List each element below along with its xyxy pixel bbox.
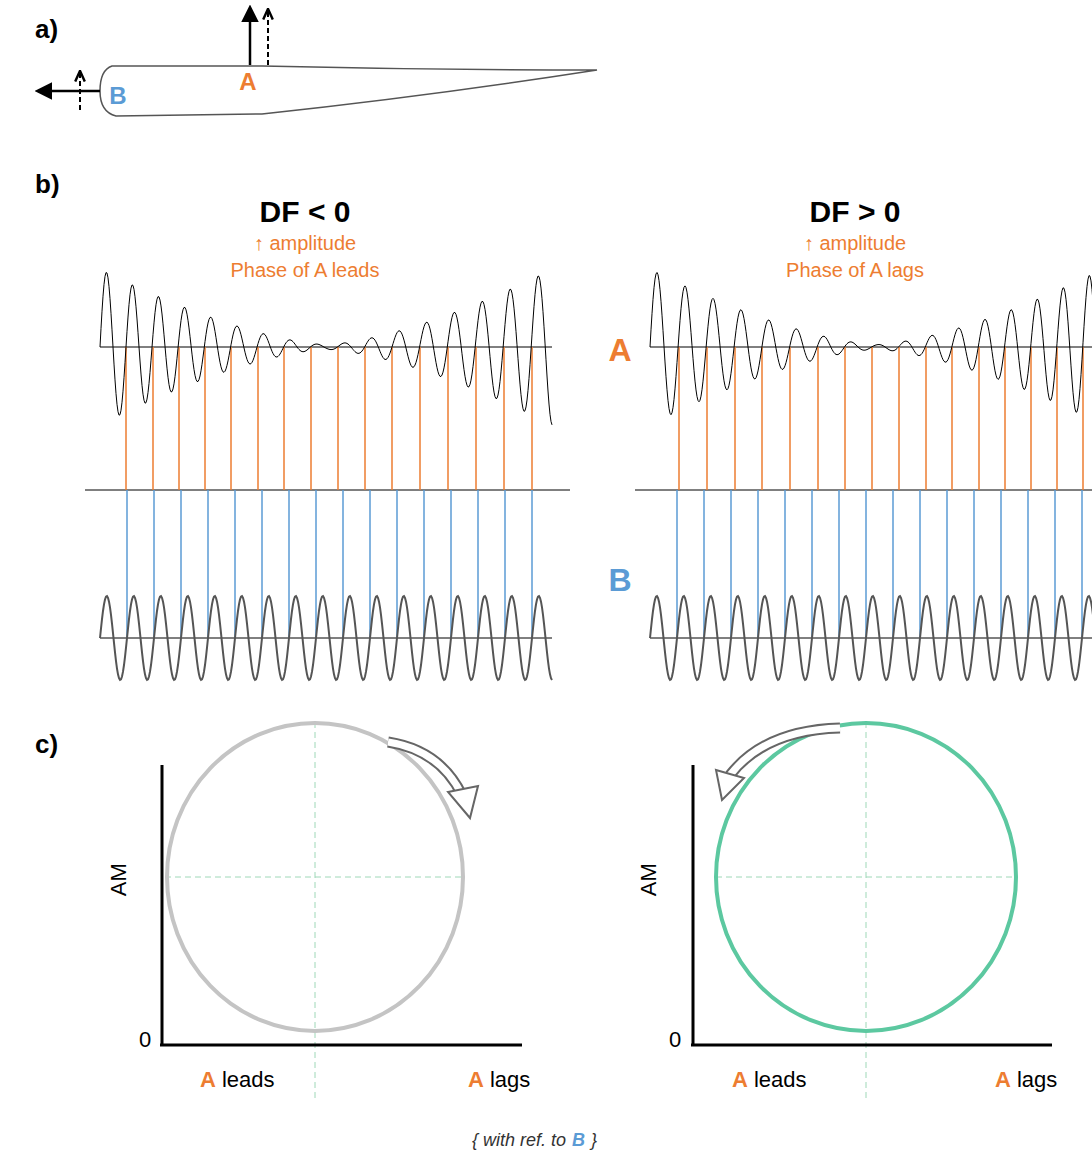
axis-label: AM [105, 863, 130, 896]
axis-label: leads [222, 1067, 275, 1092]
axis-tick: 0 [139, 1027, 151, 1052]
point-label: A [239, 68, 256, 96]
annotation: ↑ amplitude [804, 232, 906, 255]
panel-letter: a) [35, 15, 58, 45]
axis-label: A [468, 1067, 484, 1092]
axis-label: lags [490, 1067, 530, 1092]
caption: B [572, 1130, 585, 1151]
axis-label: A [200, 1067, 216, 1092]
axis-label: lags [1017, 1067, 1057, 1092]
dashed-arrow [267, 10, 269, 65]
airfoil [100, 66, 597, 116]
chart-left [160, 722, 522, 1100]
annotation: ↑ amplitude [254, 232, 356, 255]
force-arrow [249, 8, 252, 65]
dashed-arrow [79, 72, 81, 110]
annotation: Phase of A leads [230, 259, 379, 282]
axis-label: AM [635, 863, 660, 896]
annotation: Phase of A lags [786, 259, 924, 282]
axis-tick: 0 [669, 1027, 681, 1052]
chart-right [691, 722, 1052, 1100]
axis-label: leads [754, 1067, 807, 1092]
axis-label: A [995, 1067, 1011, 1092]
caption: { with ref. to [472, 1130, 566, 1151]
force-arrow [38, 90, 100, 93]
point-label: B [109, 82, 126, 110]
signal-label: B [608, 562, 631, 599]
panel-letter: c) [35, 730, 58, 760]
signal-label: A [608, 332, 631, 369]
waveforms [85, 272, 1092, 679]
panel-letter: b) [35, 170, 60, 200]
panel-title: DF < 0 [260, 195, 351, 230]
axis-label: A [732, 1067, 748, 1092]
caption: } [591, 1130, 597, 1151]
panel-title: DF > 0 [810, 195, 901, 230]
